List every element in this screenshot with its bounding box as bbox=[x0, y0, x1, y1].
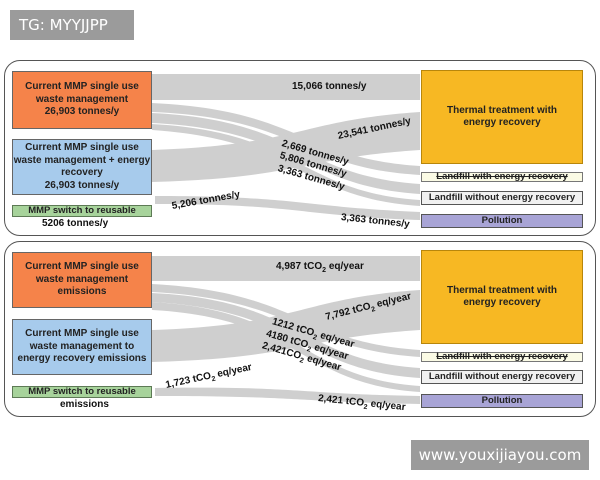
source-reusable: MMP switch to reusable bbox=[12, 205, 152, 217]
target-landfill-no-energy-recovery-emissions: Landfill without energy recovery bbox=[421, 370, 583, 384]
source-single-use-energy-recovery: Current MMP single use waste management … bbox=[12, 139, 152, 195]
target-thermal-treatment: Thermal treatment with energy recovery bbox=[421, 70, 583, 164]
node-label-line: Current MMP single use bbox=[25, 328, 139, 340]
reusable-emissions-sublabel: emissions bbox=[60, 399, 109, 410]
node-label-line: Current MMP single use bbox=[25, 142, 139, 153]
flow-label-unit: eq/year bbox=[326, 261, 364, 272]
target-landfill-energy-recovery-emissions: Landfill with energy recovery bbox=[421, 351, 583, 363]
flow-label-value: 4,987 tCO bbox=[276, 261, 323, 272]
node-label-line: 26,903 tonnes/y bbox=[44, 106, 120, 118]
node-label: MMP switch to reusable bbox=[28, 386, 136, 398]
target-pollution: Pollution bbox=[421, 214, 583, 228]
source-single-use-emissions: Current MMP single use waste management … bbox=[12, 252, 152, 308]
flow-band bbox=[155, 196, 420, 220]
node-label: Landfill with energy recovery bbox=[436, 171, 568, 183]
target-landfill-no-energy-recovery: Landfill without energy recovery bbox=[421, 191, 583, 205]
node-label-line: Current MMP single use bbox=[25, 81, 139, 93]
flow-label: 15,066 tonnes/y bbox=[292, 81, 367, 92]
source-reusable-emissions: MMP switch to reusable bbox=[12, 386, 152, 398]
node-label-line: Thermal treatment with bbox=[446, 104, 558, 116]
node-label-line: energy recovery bbox=[463, 297, 541, 308]
node-label: Landfill without energy recovery bbox=[428, 192, 576, 204]
flow-band bbox=[152, 112, 420, 182]
watermark: www.youxijiayou.com bbox=[411, 440, 589, 470]
node-label: Pollution bbox=[481, 215, 523, 227]
node-label-line: waste management to bbox=[29, 340, 135, 352]
node-label-line: emissions bbox=[57, 286, 107, 298]
node-label-line: waste management + energy bbox=[13, 154, 151, 166]
node-label-line: energy recovery bbox=[463, 117, 541, 128]
node-label: MMP switch to reusable bbox=[28, 205, 136, 217]
node-label: Landfill without energy recovery bbox=[428, 371, 576, 383]
node-label-line: Thermal treatment with bbox=[446, 284, 558, 296]
target-pollution-emissions: Pollution bbox=[421, 394, 583, 408]
node-label-line: recovery bbox=[61, 167, 103, 178]
target-landfill-energy-recovery: Landfill with energy recovery bbox=[421, 171, 583, 183]
flow-label: 4,987 tCO2 eq/year bbox=[276, 261, 364, 274]
node-label: Pollution bbox=[481, 395, 523, 407]
node-label-line: waste management bbox=[35, 273, 129, 285]
node-label-line: energy recovery emissions bbox=[17, 353, 147, 365]
source-single-use: Current MMP single use waste management … bbox=[12, 71, 152, 129]
source-single-use-energy-recovery-emissions: Current MMP single use waste management … bbox=[12, 319, 152, 375]
reusable-amount: 5206 tonnes/y bbox=[42, 218, 109, 229]
flow-band bbox=[152, 74, 420, 100]
flow-band bbox=[152, 113, 420, 194]
corner-tag: TG: MYYJJPP bbox=[10, 10, 134, 40]
node-label-line: Current MMP single use bbox=[25, 261, 139, 273]
flow-band bbox=[152, 124, 420, 206]
target-thermal-treatment-emissions: Thermal treatment with energy recovery bbox=[421, 250, 583, 344]
node-label-line: waste management bbox=[35, 93, 129, 105]
node-label: Landfill with energy recovery bbox=[436, 351, 568, 363]
flow-label-subscript: 2 bbox=[322, 267, 327, 274]
node-label-line: 26,903 tonnes/y bbox=[44, 179, 120, 191]
